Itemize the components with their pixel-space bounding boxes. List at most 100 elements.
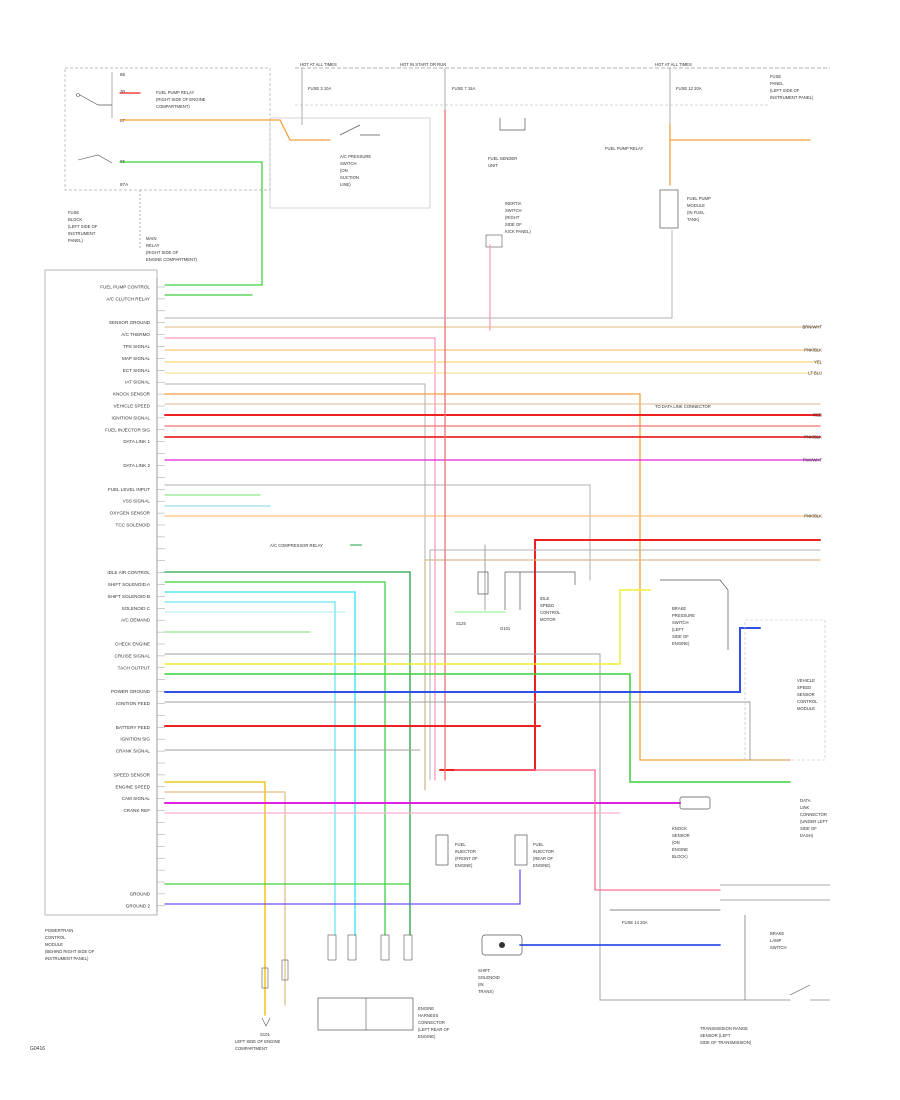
injector-text: INJECTOR (533, 849, 554, 854)
data-link-note: TO DATA LINK CONNECTOR (655, 404, 711, 409)
fuel-pump-module-text: TANK) (687, 217, 700, 222)
engine-connector-text: ENGINE) (418, 1034, 436, 1039)
injector-text: FUEL (455, 842, 466, 847)
shift-solenoid-box (481, 934, 523, 956)
fuse-box-pin-label: 30 (120, 89, 126, 94)
fuel-pump-relay-text: COMPARTMENT) (156, 104, 190, 109)
wire-green (119, 161, 263, 286)
brake-lamp-text: LAMP (770, 938, 782, 943)
connector-plug (380, 934, 390, 961)
pcm-title-text: (BEHIND RIGHT SIDE OF (45, 949, 95, 954)
pcm-title-text: MODULE (45, 942, 63, 947)
ac-switch-text: SUCTION (340, 175, 359, 180)
main-relay-text: MAIN (146, 236, 156, 241)
pcm-pin-label: VEHICLE SPEED (113, 404, 150, 409)
shift-solenoid-text: SHIFT (478, 968, 491, 973)
inertia-switch-text: SIDE OF (505, 222, 522, 227)
fuse-block-text: FUSE (68, 210, 79, 215)
trs-text: SIDE OF TRANSMISSION) (700, 1040, 752, 1045)
brake-switch-shape (660, 579, 729, 650)
wire-lt-blue (164, 591, 356, 936)
ac-switch-text: (ON (340, 168, 348, 173)
fuel-pump-module-text: FUEL PUMP (687, 196, 711, 201)
data-link-text: LINK (800, 805, 810, 810)
fuse-right-label: FUSE 14 20A (622, 920, 648, 925)
brake-switch-text: ENGINE) (672, 641, 690, 646)
brake-switch-text: SWITCH (672, 620, 689, 625)
inertia-switch-text: SWITCH (505, 208, 522, 213)
pcm-pin-label: OXYGEN SENSOR (110, 511, 151, 516)
wire-green (164, 673, 791, 783)
idle-speed-control: IDLE SPEED CONTROL MOTOR S125 G101 (456, 571, 576, 631)
inertia-switch-text: INERTIA (505, 201, 522, 206)
fuse-box-pin-label: 86 (120, 72, 126, 77)
fuel-injector-front: FUEL INJECTOR (FRONT OF ENGINE) (435, 834, 478, 868)
inertia-switch-box (485, 234, 503, 248)
main-relay-text: ENGINE COMPARTMENT) (146, 257, 198, 262)
engine-connector-text: HARNESS (418, 1013, 438, 1018)
pcm-pin-label: IGNITION SIGNAL (111, 415, 150, 420)
main-relay-text: (RIGHT SIDE OF (146, 250, 179, 255)
pcm-pin-label: TACH OUTPUT (118, 665, 151, 670)
brake-switch-text: PRESSURE (672, 613, 695, 618)
fuse-panel-right-label: FUSE PANEL (LEFT SIDE OF INSTRUMENT PANE… (770, 74, 814, 100)
splice-text: COMPARTMENT (235, 1046, 268, 1051)
pcm-pin-label: GROUND (130, 891, 151, 896)
vss-module-box (744, 619, 826, 761)
fuse-panel-text: PANEL (770, 81, 784, 86)
pcm-pin-label: IGNITION FEED (116, 701, 151, 706)
trs-text: TRANSMISSION RANGE (700, 1026, 748, 1031)
top-bus-group: HOT IN START OR RUN HOT AT ALL TIMES HOT… (295, 62, 830, 125)
ac-switch-text: LINE) (340, 182, 351, 187)
ac-switch-box (269, 117, 431, 209)
engine-connector-text: CONNECTOR (418, 1020, 445, 1025)
knock-sensor-text: KNOCK (672, 826, 687, 831)
pcm-pin-label: A/C CLUTCH RELAY (106, 296, 150, 301)
fuse-box-coil (77, 154, 113, 164)
pcm-pin-label: A/C DEMAND (121, 618, 151, 623)
ground-label: G101 (500, 626, 511, 631)
main-relay-text: RELAY (146, 243, 160, 248)
shift-solenoid-text: TRANS) (478, 989, 494, 994)
fuse-box-switch (79, 94, 112, 106)
pcm-pin-label: FUEL LEVEL INPUT (108, 487, 150, 492)
pcm-pin-label: FUEL INJECTOR SIG (105, 427, 150, 432)
fuse-label: FUSE 3 10A (308, 86, 331, 91)
injector-text: (REAR OF (533, 856, 553, 861)
vss-module-text: SENSOR (797, 692, 815, 697)
hot-label: HOT AT ALL TIMES (655, 62, 692, 67)
wire-violet (164, 869, 521, 905)
injector-rear-box (514, 834, 528, 866)
fuel-sender-text: UNIT (488, 163, 498, 168)
pcm-pin-label: ENGINE SPEED (116, 784, 151, 789)
injector-text: FUEL (533, 842, 544, 847)
fuel-pump-relay-text: (RIGHT SIDE OF ENGINE (156, 97, 206, 102)
data-link-text: SIDE OF (800, 826, 817, 831)
pcm-pin-label: BATTERY FEED (116, 725, 151, 730)
pcm-pin-label: SHIFT SOLENOID B (107, 594, 150, 599)
pcm-pin-label: MAP SIGNAL (122, 356, 150, 361)
fuse-block-text: BLOCK (68, 217, 82, 222)
data-link-connector: DATA LINK CONNECTOR (UNDER LEFT SIDE OF … (800, 798, 828, 838)
shift-solenoid-dot (499, 942, 505, 948)
splice-arrow (261, 1017, 271, 1027)
fuel-pump-module-text: MODULE (687, 203, 705, 208)
wire-grey (429, 549, 821, 781)
hot-label: HOT AT ALL TIMES (300, 62, 337, 67)
pcm-pin-label: IGNITION SIG (120, 737, 150, 742)
fuse-label: FUSE 12 20A (676, 86, 702, 91)
pcm-title-text: INSTRUMENT PANEL) (45, 956, 89, 961)
pcm-title-text: CONTROL (45, 935, 66, 940)
fuel-pump-module: FUEL PUMP MODULE (IN FUEL TANK) FUEL PUM… (605, 146, 711, 229)
idle-control-box (477, 571, 489, 595)
injector-text: INJECTOR (455, 849, 476, 854)
data-link-text: CONNECTOR (800, 812, 827, 817)
knock-sensor: KNOCK SENSOR (ON ENGINE BLOCK) (672, 796, 711, 859)
wire-tan (424, 559, 821, 791)
brake-lamp-switch: BRAKE LAMP SWITCH FUSE 14 20A TRANSMISSI… (622, 884, 830, 1045)
brake-pressure-switch: BRAKE PRESSURE SWITCH (LEFT SIDE OF ENGI… (660, 579, 729, 650)
wire-grey (164, 229, 673, 319)
page-code: G0416 (30, 1046, 45, 1052)
knock-sensor-text: BLOCK) (672, 854, 688, 859)
